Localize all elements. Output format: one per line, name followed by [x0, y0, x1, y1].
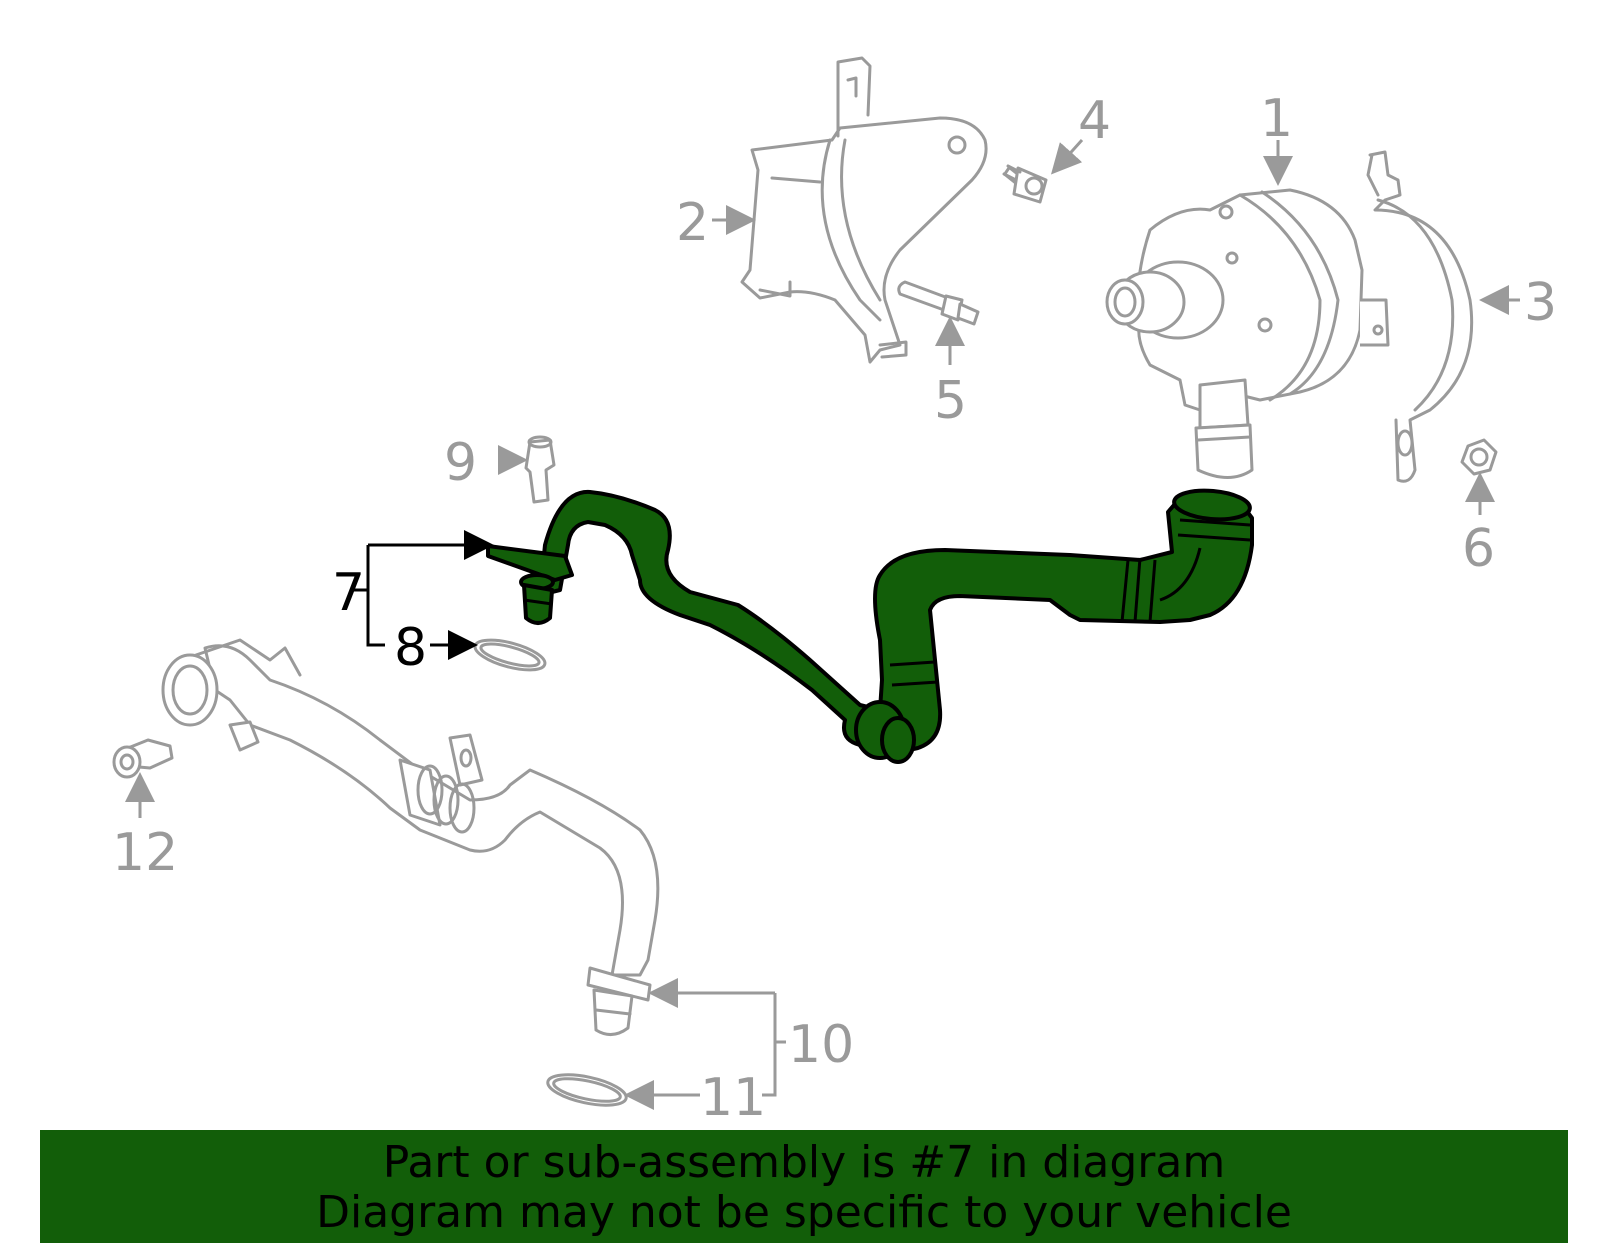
- notice-line-1: Part or sub-assembly is #7 in diagram: [382, 1137, 1226, 1188]
- stud-part-5: [897, 280, 980, 326]
- bracket-part-2: [740, 56, 988, 364]
- leader-4: [1050, 138, 1084, 175]
- water-pump-part-1: [1105, 188, 1390, 479]
- strap-part-3: [1366, 150, 1474, 483]
- callout-1: 1: [1260, 89, 1293, 149]
- callout-3: 3: [1524, 273, 1557, 333]
- callout-6: 6: [1462, 519, 1495, 579]
- leader-bracket-7: [352, 545, 385, 647]
- coolant-hose-part-7: [486, 488, 1254, 764]
- bolt-part-12: [112, 738, 174, 779]
- o-ring-part-11: [546, 1073, 628, 1107]
- callout-8: 8: [394, 618, 427, 678]
- leader-bracket-10: [762, 993, 786, 1097]
- pipe-part-10: [161, 638, 660, 1036]
- notice-line-2: Diagram may not be specific to your vehi…: [316, 1187, 1292, 1238]
- callout-2: 2: [676, 193, 709, 253]
- notice-banner: Part or sub-assembly is #7 in diagram Di…: [40, 1130, 1568, 1243]
- bolt-part-4: [1002, 164, 1048, 204]
- bolt-part-9: [524, 435, 556, 504]
- callout-7: 7: [332, 563, 365, 623]
- callout-11: 11: [700, 1068, 766, 1128]
- o-ring-part-8: [473, 638, 547, 672]
- nut-part-6: [1460, 438, 1498, 476]
- callout-5: 5: [934, 371, 967, 431]
- callout-12: 12: [112, 823, 178, 883]
- callout-10: 10: [788, 1015, 854, 1075]
- callout-4: 4: [1078, 91, 1111, 151]
- callout-9: 9: [444, 433, 477, 493]
